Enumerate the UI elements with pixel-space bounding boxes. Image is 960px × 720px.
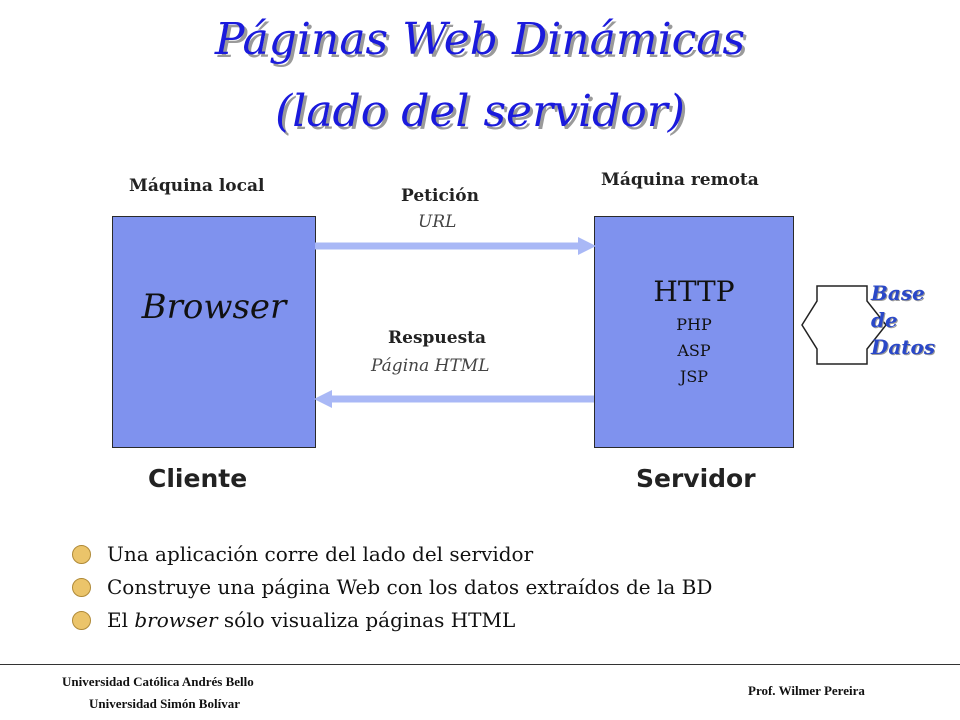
bullet-text-3-prefix: El	[107, 608, 135, 632]
server-box: HTTP PHP ASP JSP	[594, 216, 794, 448]
response-arrow	[314, 390, 594, 408]
response-html-label: Página HTML	[371, 356, 490, 376]
database-label-line2: de	[871, 308, 898, 332]
request-label: Petición	[401, 186, 479, 206]
bullet-icon	[72, 610, 91, 630]
database-label: Base de Datos	[871, 280, 935, 361]
bullet-text-3-suffix: sólo visualiza páginas HTML	[217, 608, 516, 632]
database-label-line1: Base	[871, 281, 925, 305]
list-item: Construye una página Web con los datos e…	[72, 573, 712, 601]
local-machine-label: Máquina local	[129, 176, 265, 196]
page-title-line1: Páginas Web Dinámicas	[214, 14, 746, 65]
database-double-arrow	[801, 285, 887, 365]
page-title-line2: (lado del servidor)	[275, 86, 685, 137]
server-box-title: HTTP	[653, 275, 735, 308]
footer-university-1: Universidad Católica Andrés Bello	[62, 674, 254, 689]
footer-university-2: Universidad Simón Bolívar	[89, 696, 240, 711]
server-caption: Servidor	[636, 464, 756, 493]
request-arrow	[315, 237, 596, 255]
list-item: El browser sólo visualiza páginas HTML	[72, 606, 515, 634]
bullet-text-3-italic: browser	[134, 608, 218, 632]
request-url-label: URL	[418, 212, 457, 232]
server-tech-asp: ASP	[677, 341, 711, 360]
bullet-text-2: Construye una página Web con los datos e…	[107, 575, 713, 599]
server-tech-jsp: JSP	[679, 367, 709, 386]
footer-divider	[0, 664, 960, 665]
remote-machine-label: Máquina remota	[601, 170, 759, 190]
bullet-icon	[72, 577, 91, 597]
response-label: Respuesta	[388, 328, 487, 348]
bullet-text-1: Una aplicación corre del lado del servid…	[107, 542, 534, 566]
bullet-text-3: El browser sólo visualiza páginas HTML	[107, 608, 515, 632]
bullet-icon	[72, 544, 91, 564]
server-tech-php: PHP	[676, 315, 712, 334]
client-caption: Cliente	[148, 464, 248, 493]
footer-author: Prof. Wilmer Pereira	[748, 683, 865, 698]
browser-box: Browser	[112, 216, 316, 448]
database-label-line3: Datos	[871, 335, 936, 359]
browser-box-label: Browser	[141, 287, 287, 327]
list-item: Una aplicación corre del lado del servid…	[72, 540, 533, 568]
